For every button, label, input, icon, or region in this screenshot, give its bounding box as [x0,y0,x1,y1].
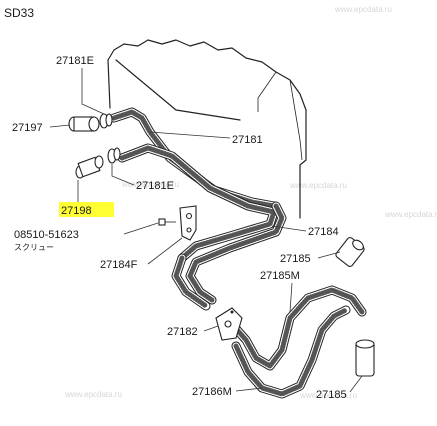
watermark-bottom-left: www.epcdata.ru [64,390,122,399]
part-number-27182: 27182 [167,326,198,338]
fitting-27197 [68,116,100,132]
watermark-bottom: www.epcdata.ru [299,391,357,400]
watermark-mid-right: www.epcdata.ru [289,181,347,190]
hose-27185-top [335,237,365,267]
bracket-27184f [179,205,197,241]
label-screw: 08510-51623 スクリュー [14,222,159,252]
label-27197: 27197 [12,122,71,134]
engine-block-outline [107,39,307,219]
part-number-27185-top: 27185 [280,253,311,265]
hose-27181 [109,107,279,263]
label-27185-bottom: 27185 [316,375,363,401]
label-27181e-mid: 27181E [111,164,174,192]
label-27182: 27182 [167,325,219,338]
part-number-27181e-mid: 27181E [136,180,174,192]
highlight-27198 [59,202,114,217]
watermark-mid-left: www.epcdata.ru [121,180,179,189]
hose-27185-bottom [355,339,375,377]
label-27181: 27181 [149,131,263,146]
label-27184: 27184 [271,225,339,238]
bracket-27182 [215,307,243,341]
part-number-screw: 08510-51623 [14,229,79,241]
connector-27198 [75,155,104,179]
part-number-27186m: 27186M [192,386,232,398]
hose-27185m [227,285,367,371]
screw-08510 [158,218,176,226]
part-note-screw: スクリュー [14,243,54,252]
diagram-code: SD33 [4,6,34,20]
label-27186m: 27186M [192,386,263,398]
label-27198: 27198 [59,180,114,217]
part-number-27185m: 27185M [260,270,300,282]
part-number-27184: 27184 [308,226,339,238]
part-number-27185-bottom: 27185 [316,389,347,401]
part-number-27181: 27181 [232,134,263,146]
part-number-27184f: 27184F [100,259,138,271]
clamp-27181e-mid [107,147,121,164]
pipe-27184 [171,201,287,311]
part-number-27181e-top: 27181E [56,55,94,67]
hose-27186m [231,305,351,399]
watermark-edge-right: www.epcdata.ru [384,210,437,219]
label-27181e-top: 27181E [56,55,105,115]
label-27185-top: 27185 [280,251,341,265]
part-number-27198: 27198 [61,205,92,217]
watermark-top-right: www.epcdata.ru [334,5,392,14]
label-27185m: 27185M [260,270,300,313]
label-27184f: 27184F [100,237,183,271]
clamp-27181e-top [99,113,113,129]
part-number-27197: 27197 [12,122,43,134]
